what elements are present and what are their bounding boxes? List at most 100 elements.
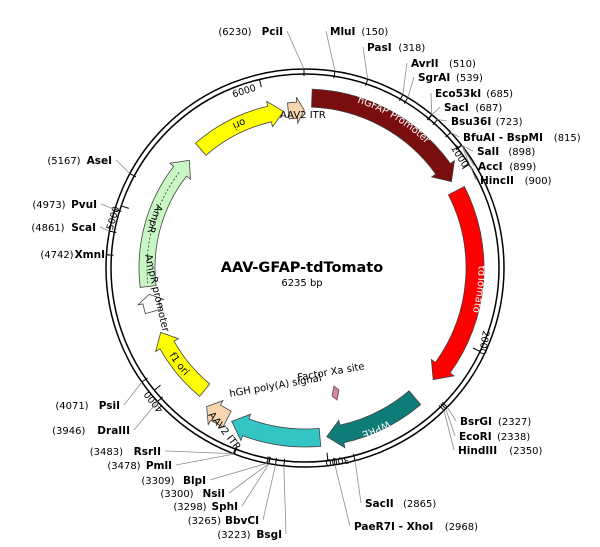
feature-f1-ori: [155, 331, 211, 397]
site-pcii-position: (6230): [218, 27, 251, 38]
site-tick: [427, 114, 433, 121]
feature-ampr: [138, 159, 191, 288]
site-hindiii-name: HindIII: [458, 445, 497, 457]
feature-aav2-itr-right: [287, 97, 305, 125]
feature-aav2-itr-left: [206, 399, 232, 428]
site-leader: [262, 464, 276, 521]
site-leader: [164, 450, 234, 455]
site-leader: [443, 410, 455, 451]
site-hincii-position: (900): [525, 176, 552, 187]
site-sphi-position: (3298): [173, 502, 206, 513]
site-avrii-name: AvrII: [411, 58, 439, 70]
site-bsrgi-name: BsrGI: [460, 416, 492, 428]
site-draiii-position: (3946): [52, 426, 85, 437]
site-sacii-position: (2865): [403, 499, 436, 510]
site-bsgi-name: BsgI: [256, 529, 282, 541]
feature-ampr-promoter: [136, 293, 165, 315]
feature-label-aav2-itr-right: AAV2 ITR: [280, 110, 326, 121]
site-leader: [450, 132, 460, 138]
site-mlui-position: (150): [361, 27, 388, 38]
site-leader-lines: [99, 30, 477, 535]
site-pvui-position: (4973): [32, 200, 65, 211]
site-sacii-name: SacII: [365, 498, 394, 510]
feature-hgh-polya: [231, 413, 322, 448]
restriction-sites: PciI(6230)MluI(150)PasI(318)AvrII(510)Sg…: [31, 26, 580, 541]
feature-label-ampr-promoter: AmpR promoter: [142, 253, 171, 334]
site-leader: [123, 381, 143, 406]
features: [136, 88, 485, 449]
ruler-tick: [326, 452, 329, 461]
site-tick: [266, 456, 269, 464]
site-tick: [403, 97, 409, 104]
site-leader: [209, 462, 267, 481]
site-leader: [325, 30, 336, 72]
site-tick: [333, 71, 336, 79]
site-tick: [157, 396, 164, 402]
site-tick: [275, 457, 278, 465]
site-bsrgi-position: (2327): [498, 417, 531, 428]
site-rsrii-position: (3483): [90, 447, 123, 458]
site-leader: [437, 119, 448, 122]
ruler-tick-label: 4000: [142, 389, 166, 415]
backbone: [105, 68, 505, 468]
site-bfuai-bspmi-position: (815): [554, 133, 581, 144]
feature-wpre: [326, 390, 422, 449]
site-bfuai-bspmi-name: BfuAI - BspMI: [463, 132, 543, 144]
site-leader: [133, 401, 158, 431]
site-tick: [441, 401, 448, 408]
site-leader: [431, 106, 441, 116]
site-acci-name: AccI: [478, 161, 502, 173]
site-tick: [398, 94, 404, 102]
site-leader: [461, 145, 477, 181]
site-tick: [365, 78, 369, 86]
site-pmli-position: (3478): [107, 461, 140, 472]
feature-label-ori: ori: [231, 116, 247, 131]
site-pcii-name: PciI: [262, 26, 283, 38]
site-eco53ki-name: Eco53kI: [435, 88, 481, 100]
site-draiii-name: DraIII: [97, 425, 130, 437]
site-ecori-name: EcoRI: [459, 431, 492, 443]
site-saci-position: (687): [475, 103, 502, 114]
site-leader: [446, 406, 457, 422]
site-saci-name: SacI: [444, 102, 469, 114]
site-leader: [115, 159, 131, 174]
factor-xa-site: Factor Xa site: [297, 361, 366, 401]
ruler-tick-label: 6000: [231, 83, 257, 101]
site-tick: [333, 457, 336, 465]
site-nsii-name: NsiI: [202, 488, 225, 500]
site-tick: [129, 173, 137, 178]
site-paer7i-xhoi-position: (2968): [445, 522, 478, 533]
site-bbvci-position: (3265): [188, 516, 221, 527]
factor-xa-label: Factor Xa site: [297, 361, 366, 384]
site-tick: [109, 230, 117, 233]
feature-label-hgfap-promoter: hGFAP Promoter: [356, 95, 432, 147]
site-sgrai-name: SgrAI: [418, 72, 450, 84]
site-pmli-name: PmlI: [146, 460, 172, 472]
ruler-tick: [472, 347, 481, 352]
site-sphi-name: SphI: [212, 501, 238, 513]
site-pasi-name: PasI: [367, 42, 392, 54]
site-bbvci-name: BbvCI: [225, 515, 259, 527]
feature-hgfap-promoter: [311, 88, 455, 183]
site-bsu36i-position: (723): [496, 117, 523, 128]
site-eco53ki-position: (685): [486, 89, 513, 100]
site-tick: [141, 377, 148, 383]
site-leader: [99, 226, 110, 232]
backbone-inner-circle: [110, 73, 500, 463]
site-sali-position: (898): [508, 147, 535, 158]
site-xmni-name: XmnI: [75, 249, 105, 261]
site-tick: [432, 119, 438, 126]
site-tick: [233, 447, 238, 455]
site-leader: [334, 464, 351, 527]
site-asei-position: (5167): [47, 156, 80, 167]
site-tick: [352, 453, 356, 461]
site-pasi-position: (318): [398, 43, 425, 54]
site-leader: [402, 62, 408, 95]
plasmid-title: AAV-GFAP-tdTomato 6235 bp: [221, 260, 383, 289]
site-scai-name: ScaI: [71, 222, 96, 234]
site-leader: [407, 76, 415, 98]
site-leader: [100, 203, 115, 210]
feature-ori: [194, 100, 285, 156]
site-nsii-position: (3300): [160, 489, 193, 500]
